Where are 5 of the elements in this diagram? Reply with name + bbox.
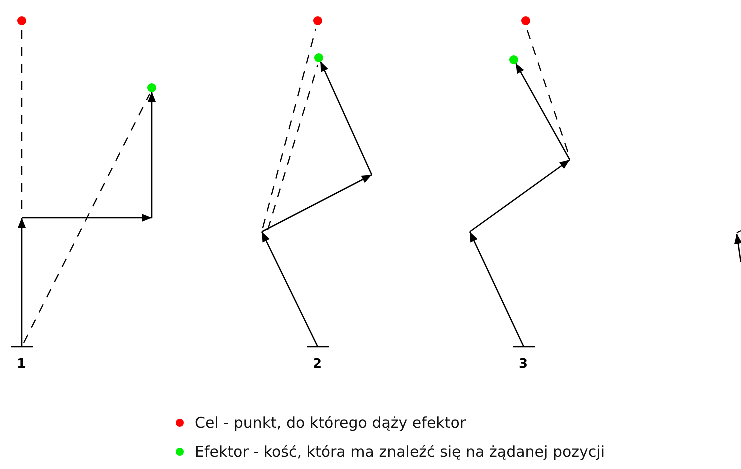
step-number: 3	[519, 358, 528, 372]
step-number: 1	[17, 358, 26, 372]
legend-text: Cel - punkt, do którego dąży efektor	[195, 414, 466, 432]
legend-text: Efektor - kość, która ma znaleźć się na żądanej pozycji	[195, 443, 606, 461]
step-number: 2	[313, 358, 322, 372]
